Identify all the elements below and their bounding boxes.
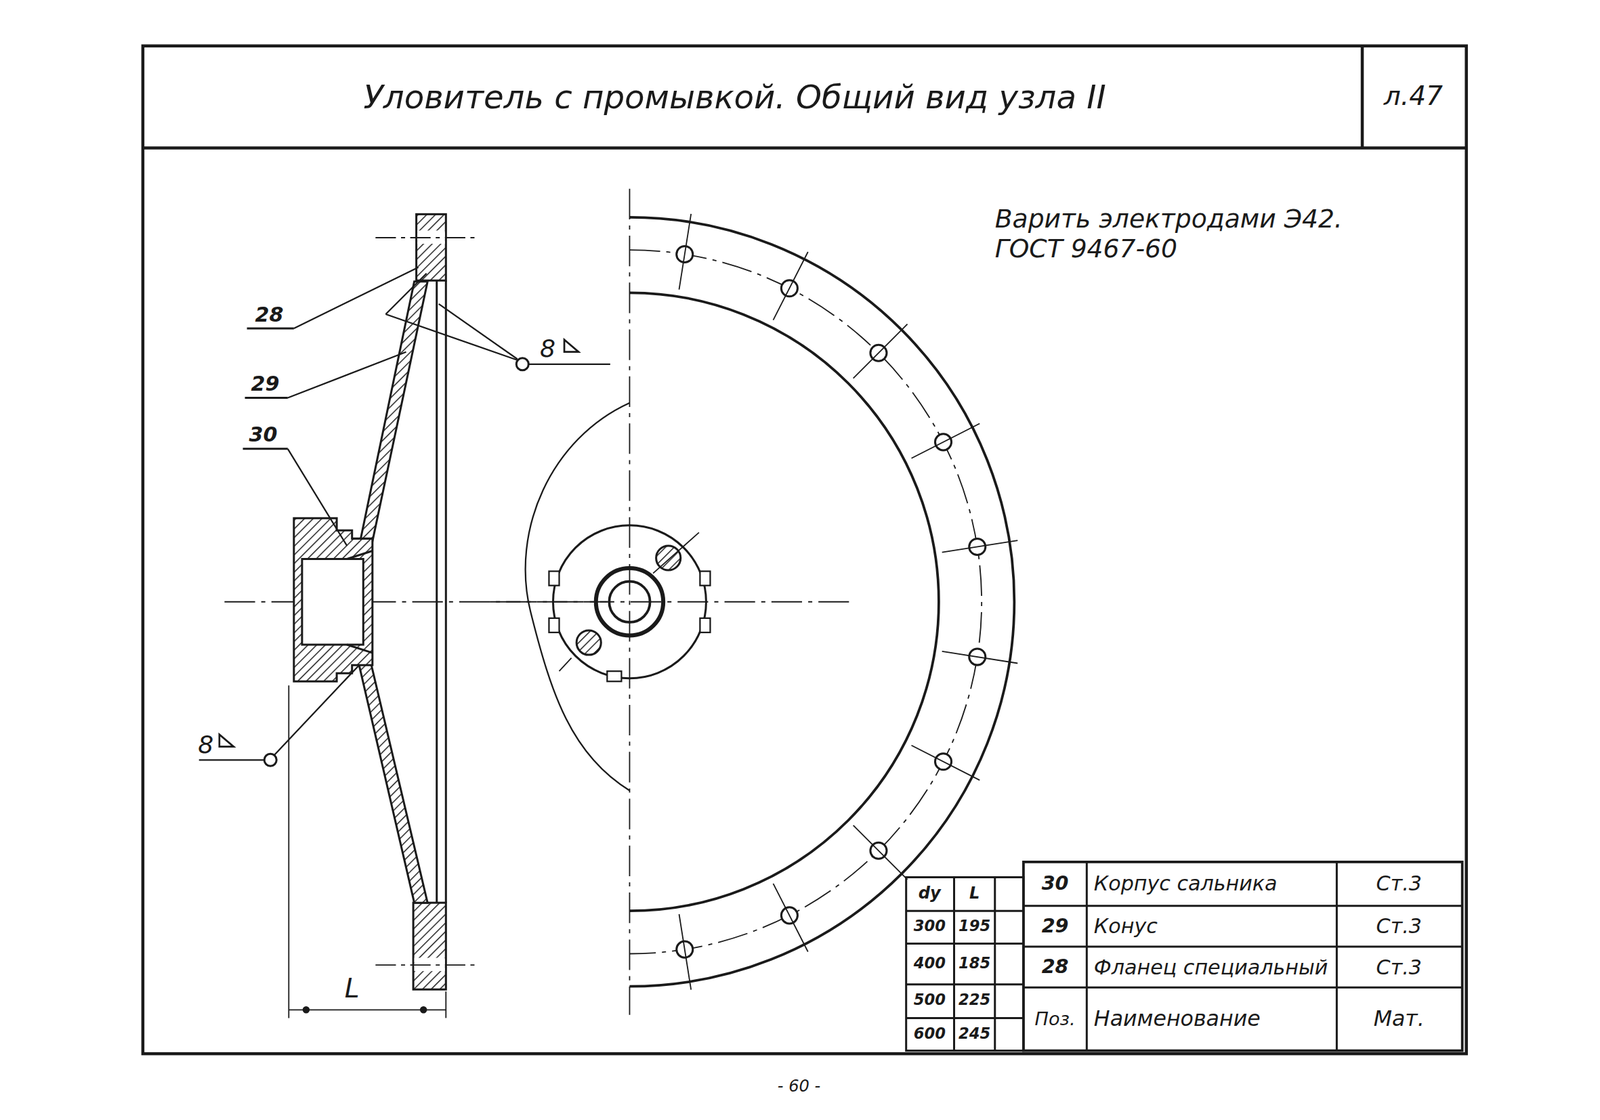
- table-cell: 225: [958, 992, 991, 1010]
- hole-axis: [853, 324, 908, 379]
- hole-axis: [772, 883, 808, 953]
- table-cell: L: [969, 884, 980, 904]
- table-cell: 400: [913, 955, 946, 974]
- weld-size: 8: [197, 731, 214, 761]
- table-cell: 195: [958, 918, 991, 937]
- table-cell: 29: [1041, 915, 1069, 938]
- hole-axis: [853, 825, 908, 880]
- table-cell: Корпус сальника: [1093, 871, 1278, 896]
- table-cell: 28: [1041, 956, 1069, 979]
- table-cell: Фланец специальный: [1093, 955, 1328, 980]
- callout-number: 29: [251, 371, 280, 396]
- page-number: - 60 -: [777, 1077, 821, 1097]
- table-cell: 600: [913, 1025, 946, 1044]
- table-cell: dу: [918, 884, 941, 904]
- hole-axis: [679, 214, 692, 290]
- hole-axis: [911, 423, 981, 458]
- drawing-title: Уловитель с промывкой. Общий вид узла II: [363, 77, 1106, 116]
- hole-axis: [942, 651, 1019, 664]
- hole-axis: [679, 914, 692, 991]
- table-cell: Поз.: [1035, 1008, 1076, 1030]
- frame: [142, 46, 1467, 1055]
- table-cell: 185: [958, 955, 991, 974]
- table-cell: Наименование: [1093, 1007, 1261, 1032]
- table-cell: 245: [958, 1025, 991, 1044]
- table-cell: Ст.3: [1376, 914, 1422, 939]
- table-cell: 30: [1041, 872, 1069, 895]
- sheet-number: л.47: [1383, 81, 1443, 113]
- table-cell: Ст.3: [1376, 955, 1422, 980]
- hole-axis: [942, 540, 1019, 553]
- table-cell: 500: [913, 992, 946, 1010]
- hole-axis: [772, 251, 808, 321]
- callout-number: 30: [249, 422, 278, 447]
- table-cell: Ст.3: [1376, 871, 1422, 896]
- callout-number: 28: [255, 302, 284, 327]
- table-cell: Конус: [1093, 914, 1158, 939]
- weld-size: 8: [539, 335, 556, 365]
- dimension-label: L: [344, 974, 360, 1006]
- table-cell: 300: [913, 918, 946, 937]
- welding-note: Варить электродами Э42. ГОСТ 9467-60: [995, 205, 1363, 265]
- hole-axis: [911, 745, 981, 781]
- table-cell: Мат.: [1373, 1007, 1425, 1032]
